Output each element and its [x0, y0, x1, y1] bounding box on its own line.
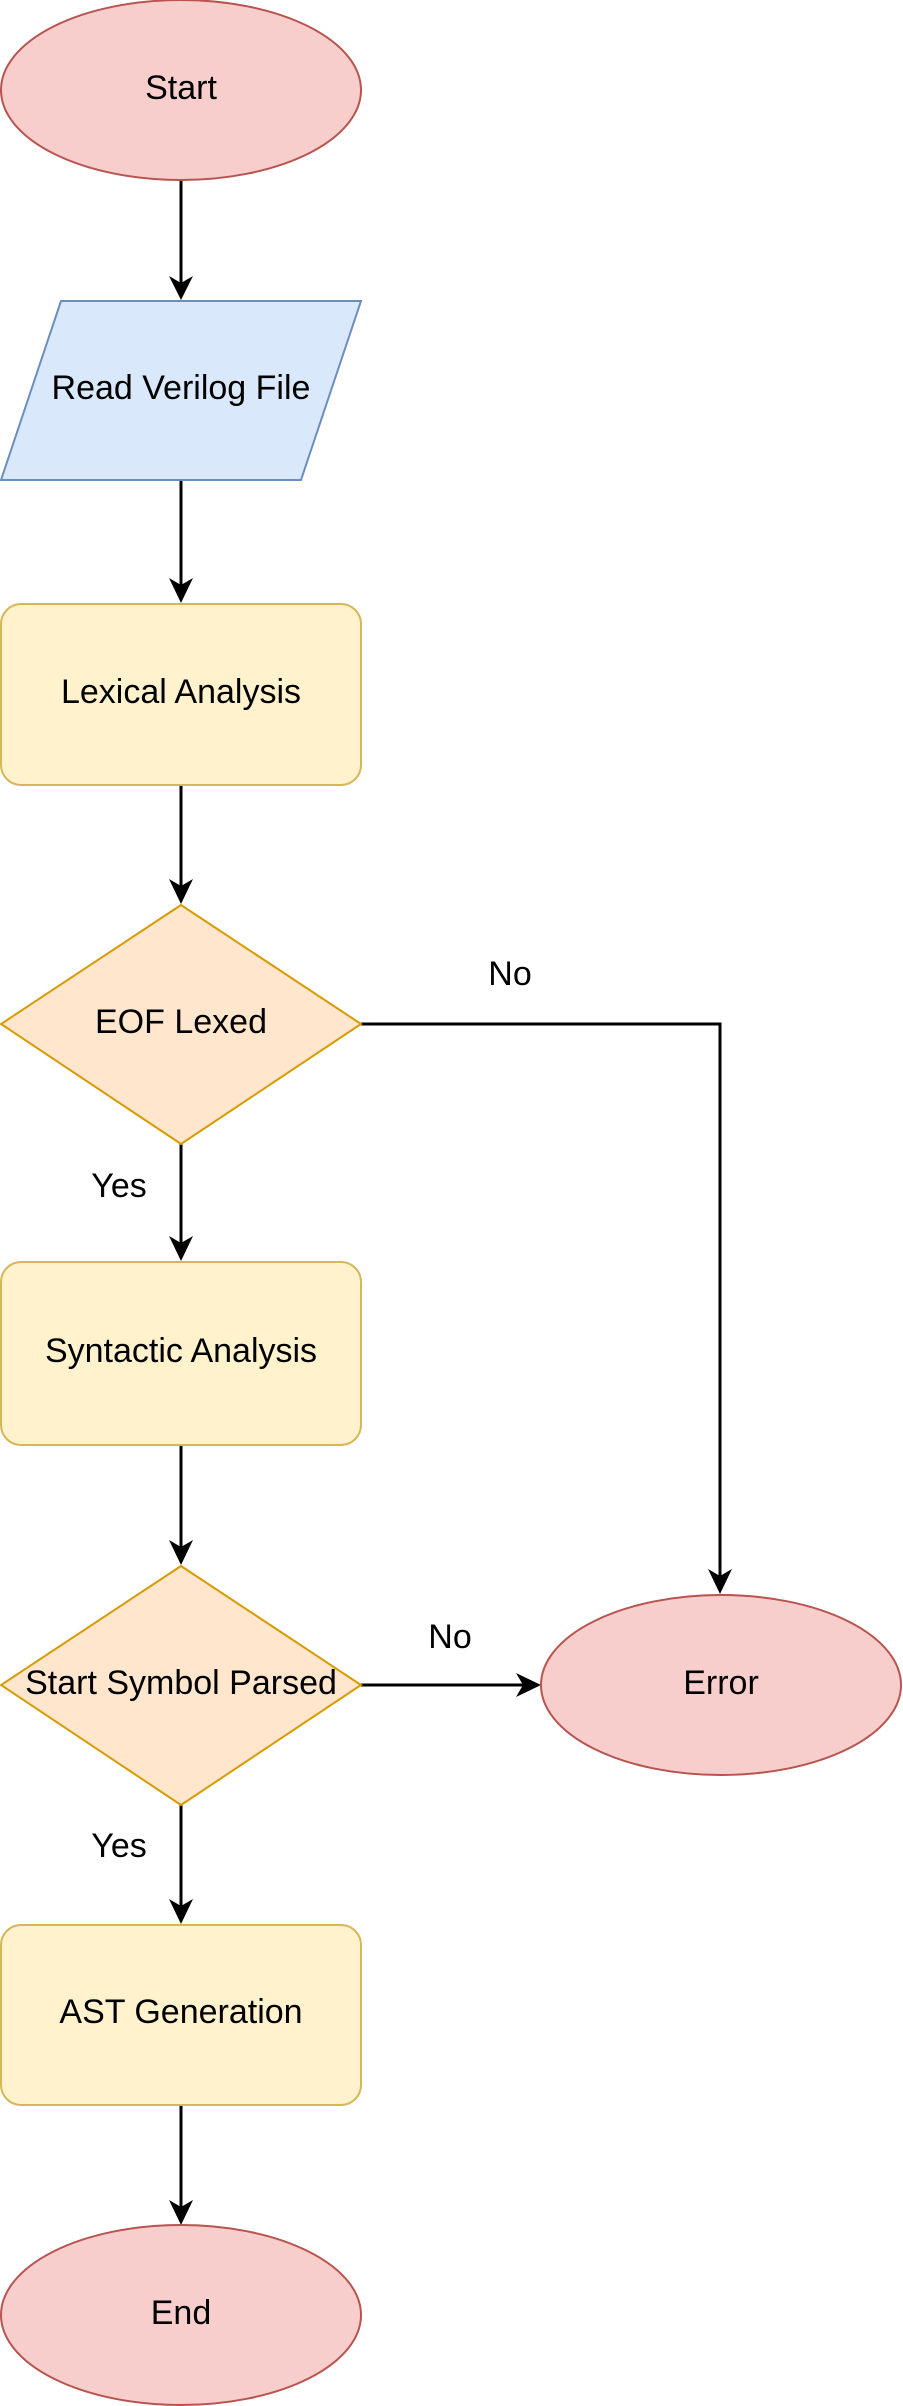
start-symbol-parsed-label: Start Symbol Parsed [25, 1664, 337, 1702]
input-parallelogram-shape [0, 300, 363, 481]
node-start-symbol-parsed: Start Symbol Parsed [0, 1564, 363, 1807]
process-rectangle-shape [0, 1924, 362, 2106]
node-syntactic-analysis: Syntactic Analysis [0, 1261, 362, 1446]
start-terminator-shape [0, 0, 362, 181]
arrowhead-start-symbol-no [516, 1673, 541, 1697]
eof-yes-label: Yes [91, 1167, 146, 1205]
arrowhead-eof-no [708, 1569, 732, 1594]
syntactic-analysis-label: Syntactic Analysis [45, 1332, 317, 1370]
start-symbol-yes-label: Yes [91, 1827, 146, 1865]
edges [169, 180, 732, 2225]
eof-no-label: No [488, 955, 531, 993]
arrowhead-read-to-lexical [169, 578, 193, 603]
decision-diamond-shape [0, 903, 363, 1146]
arrowhead-ast-to-end [169, 2200, 193, 2225]
ast-generation-label: AST Generation [59, 1993, 302, 2031]
edge-eof-no [361, 1022, 722, 1585]
error-label: Error [683, 1664, 759, 1702]
node-error: Error [540, 1594, 902, 1776]
node-end: End [0, 2224, 362, 2406]
arrowhead-start-symbol-yes [169, 1899, 193, 1924]
node-lexical-analysis: Lexical Analysis [0, 603, 362, 786]
process-rectangle-shape [0, 1261, 362, 1446]
node-ast-generation: AST Generation [0, 1924, 362, 2106]
start-label: Start [145, 69, 217, 107]
eof-lexed-label: EOF Lexed [95, 1003, 267, 1041]
node-start: Start [0, 0, 362, 181]
decision-diamond-shape [0, 1564, 363, 1807]
arrowhead-start-to-read [169, 276, 193, 300]
arrowhead-eof-yes [169, 1236, 193, 1261]
process-rectangle-shape [0, 603, 362, 786]
node-eof-lexed: EOF Lexed [0, 903, 363, 1146]
end-label: End [151, 2294, 212, 2332]
edge-labels: No Yes No Yes [91, 955, 531, 1865]
read-verilog-file-label: Read Verilog File [52, 369, 311, 407]
arrowhead-lexical-to-eof [169, 879, 193, 904]
end-terminator-shape [0, 2224, 362, 2406]
error-terminator-shape [540, 1594, 902, 1776]
node-read-verilog-file: Read Verilog File [0, 300, 363, 481]
arrowhead-syntactic-to-start-symbol [169, 1540, 193, 1565]
start-symbol-no-label: No [428, 1618, 471, 1656]
lexical-analysis-label: Lexical Analysis [61, 673, 301, 711]
